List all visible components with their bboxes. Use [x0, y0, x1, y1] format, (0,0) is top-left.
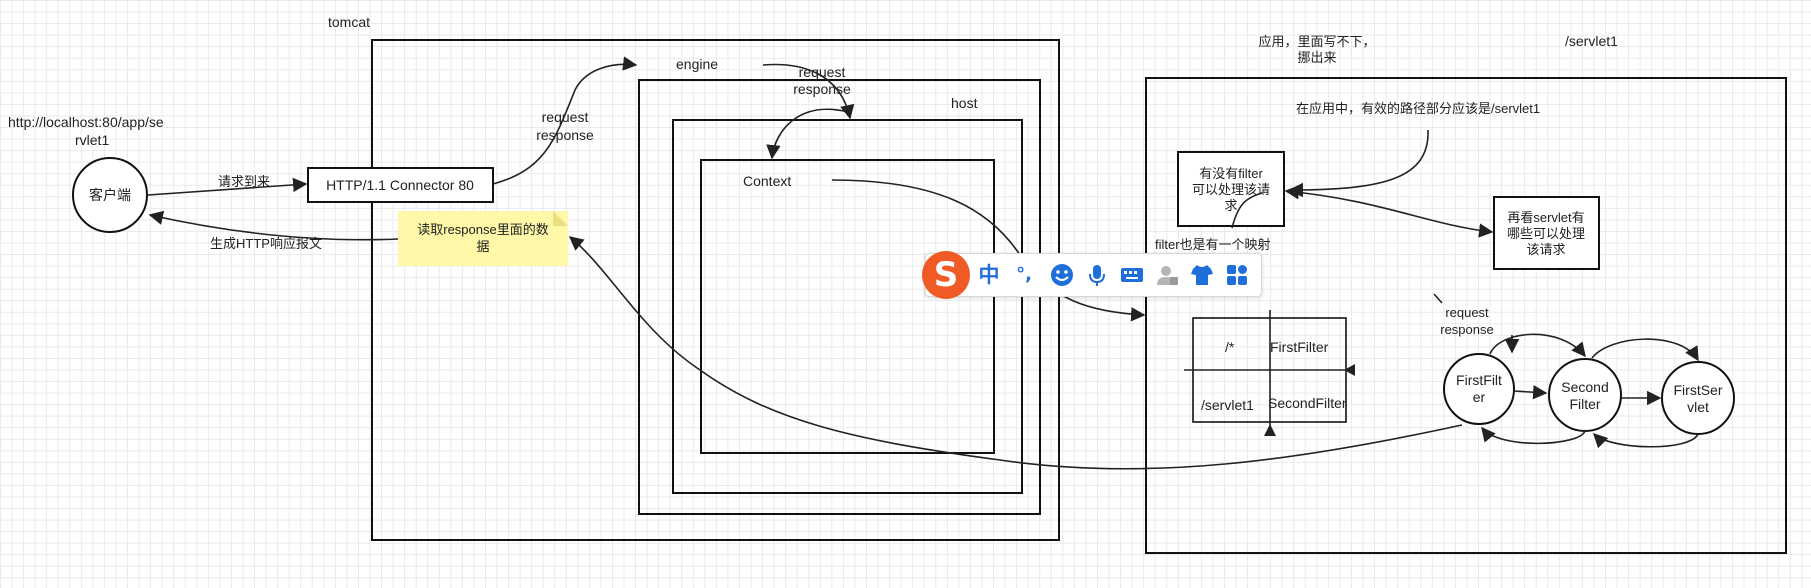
table-r1c1: /*: [1225, 339, 1235, 355]
connector-to-engine-arrow: [492, 56, 638, 185]
note-text-cont: 据: [476, 239, 489, 254]
chain-servlet-l1: FirstSer: [1674, 382, 1723, 398]
filter-mapping-label: filter也是有一个映射: [1155, 237, 1271, 252]
chain-return-1: [1592, 432, 1699, 449]
filter-check-text-2: 可以处理该请: [1192, 182, 1270, 197]
connector-box[interactable]: [307, 167, 494, 203]
chain-second-filter-l1: Second: [1561, 379, 1608, 395]
engine-to-host-arrow: [762, 63, 855, 120]
user-icon[interactable]: [1154, 262, 1180, 288]
note-sticky[interactable]: [398, 211, 568, 266]
engine-label: engine: [676, 56, 718, 72]
filter-check-box[interactable]: [1177, 151, 1285, 227]
servlet-check-text-2: 哪些可以处理: [1507, 226, 1585, 241]
ime-toolbar[interactable]: S 中 °,: [922, 251, 1262, 299]
chain-servlet-l2: vlet: [1687, 399, 1709, 415]
note-fold: [553, 211, 568, 226]
chain-return-2: [1481, 426, 1586, 445]
request-arrow: [147, 177, 308, 196]
servlet-check-text-3: 该请求: [1526, 242, 1565, 257]
chain-second-filter-l2: Filter: [1569, 396, 1600, 412]
chain-resp-label: response: [1440, 322, 1493, 337]
filter-check-text-3: 求: [1224, 198, 1237, 213]
host-label: host: [951, 95, 978, 111]
application-box[interactable]: [1145, 77, 1787, 554]
context-box[interactable]: [700, 159, 995, 454]
servlet-check-text: 再看servlet有: [1507, 210, 1584, 225]
chain-first-filter[interactable]: [1443, 353, 1515, 425]
table-h-arrowhead: [1344, 364, 1355, 376]
chain-arrow-1: [1513, 385, 1548, 400]
client-node[interactable]: [72, 157, 148, 233]
chain-first-filter-l1: FirstFilt: [1456, 372, 1502, 388]
note-text: 读取response里面的数: [417, 222, 548, 237]
chain-first-filter-l2: er: [1473, 389, 1486, 405]
long-return-arrow: [568, 236, 1463, 470]
app-note-cont: 挪出来: [1297, 50, 1336, 65]
effective-path-arrow: [1288, 129, 1429, 198]
table-r1c2: FirstFilter: [1270, 339, 1329, 355]
url-label: http://localhost:80/app/se: [8, 114, 164, 130]
req-label-1: request: [542, 109, 589, 125]
ime-logo[interactable]: S: [922, 251, 970, 299]
resp-label-2: response: [793, 81, 851, 97]
filter-check-text: 有没有filter: [1199, 166, 1263, 181]
chain-second-filter[interactable]: [1548, 358, 1622, 432]
chain-req-label: request: [1445, 305, 1489, 320]
chain-arc-2: [1591, 338, 1699, 362]
chain-servlet[interactable]: [1661, 361, 1735, 435]
filter-servlet-arrow: [1284, 185, 1494, 238]
url-label-cont: rvlet1: [75, 132, 109, 148]
table-r2c2: SecondFilter: [1268, 395, 1347, 411]
response-arrow: [148, 210, 399, 241]
request-arrives-label: 请求到来: [218, 174, 270, 189]
skin-icon[interactable]: [1189, 262, 1215, 288]
keyboard-icon[interactable]: [1119, 262, 1145, 288]
tomcat-label: tomcat: [328, 14, 370, 30]
chain-tick: [1433, 293, 1443, 304]
app-note: 应用，里面写不下，: [1258, 34, 1375, 49]
chinese-mode-button[interactable]: 中: [978, 263, 1000, 287]
host-to-context-arrow: [766, 108, 849, 160]
table-r2c1: /servlet1: [1201, 397, 1254, 413]
filter-mapping-curve: [1231, 192, 1263, 229]
microphone-icon[interactable]: [1084, 262, 1110, 288]
connector-label: HTTP/1.1 Connector 80: [326, 177, 474, 193]
table-v-arrowhead: [1264, 424, 1276, 436]
servlet-path-label: /servlet1: [1565, 33, 1618, 49]
resp-label-1: response: [536, 127, 594, 143]
effective-path-label: 在应用中，有效的路径部分应该是/servlet1: [1296, 101, 1540, 116]
client-label: 客户端: [89, 187, 131, 203]
emoji-icon[interactable]: [1049, 262, 1075, 288]
engine-box[interactable]: [638, 79, 1041, 515]
punctuation-button[interactable]: °,: [1016, 264, 1032, 285]
req-label-2: request: [799, 64, 846, 80]
servlet-check-box[interactable]: [1493, 196, 1600, 270]
context-label: Context: [743, 173, 791, 189]
generate-http-label: 生成HTTP响应报文: [210, 236, 322, 251]
chain-arc-1: [1489, 333, 1586, 358]
host-box[interactable]: [672, 119, 1023, 494]
toolbox-icon[interactable]: [1224, 262, 1250, 288]
